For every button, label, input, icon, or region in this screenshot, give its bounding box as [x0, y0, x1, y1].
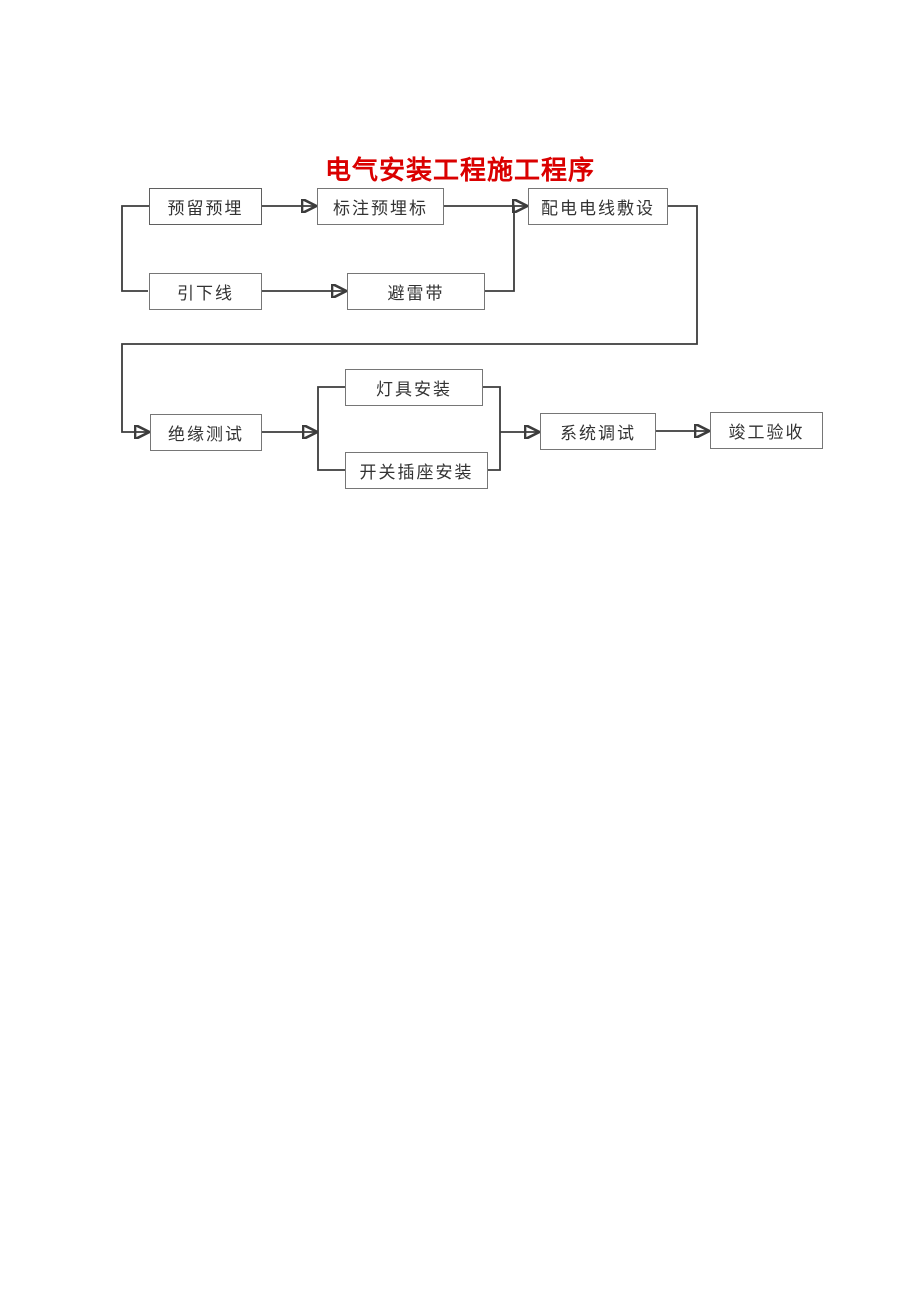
node-kaiguan-chazuo: 开关插座安装: [345, 452, 488, 489]
connector-layer: [121, 0, 920, 471]
node-jungong-yanshou: 竣工验收: [710, 412, 823, 449]
flowchart-title: 电气安装工程施工程序: [324, 156, 595, 185]
node-peidian-fushe: 配电电线敷设: [528, 188, 668, 225]
edge-peidian-to-jueyuan: [121, 205, 698, 432]
edge-merge-bracket: [483, 386, 501, 471]
edge-yuliu-to-yinxiaxian: [121, 205, 149, 292]
node-biaozhu-yumaibiao: 标注预埋标: [317, 188, 444, 225]
edge-fork-bracket: [317, 386, 345, 471]
node-jueyuan-ceshi: 绝缘测试: [150, 414, 262, 451]
node-yuliu-yumai: 预留预埋: [149, 188, 262, 225]
node-dengju-anzhuang: 灯具安装: [345, 369, 483, 406]
node-bileidai: 避雷带: [347, 273, 485, 310]
edge-bileidai-merge: [485, 206, 515, 292]
node-yinxiaxian: 引下线: [149, 273, 262, 310]
node-xitong-tiaoshi: 系统调试: [540, 413, 656, 450]
